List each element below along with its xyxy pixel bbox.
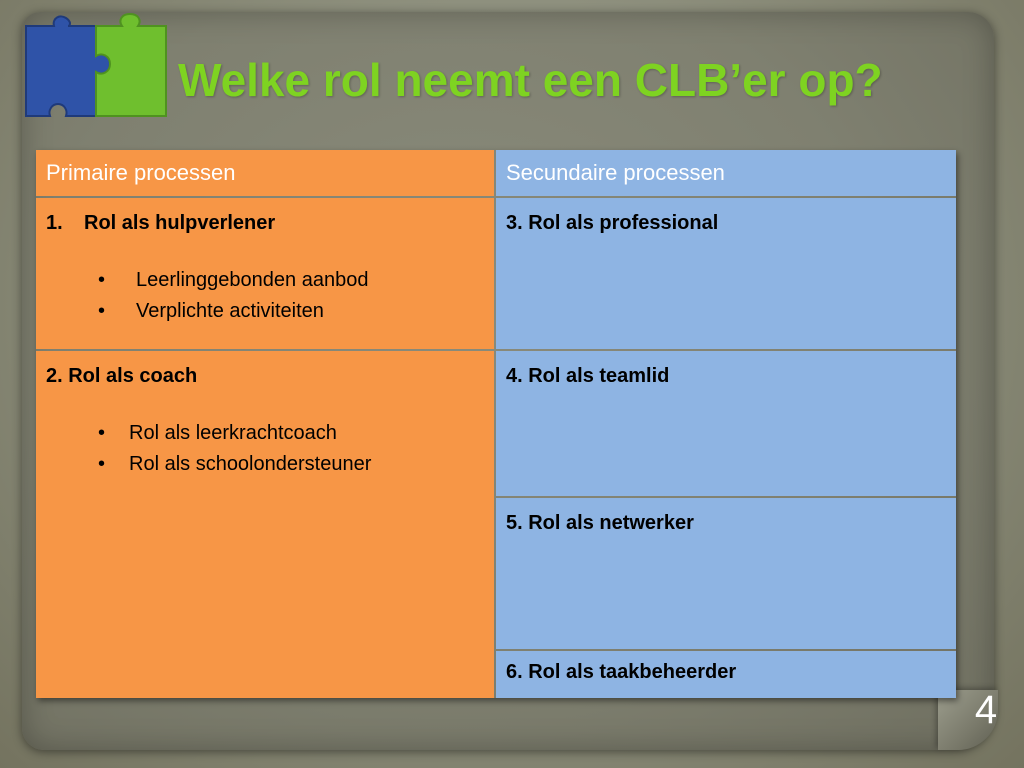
- page-number: 4: [974, 688, 998, 732]
- role-1-title: Rol als hulpverlener: [84, 212, 276, 234]
- list-item: •Leerlinggebonden aanbod: [98, 269, 369, 291]
- role-1-bullets: •Leerlinggebonden aanbod •Verplichte act…: [46, 265, 484, 327]
- slide-title: Welke rol neemt een CLB’er op?: [178, 54, 883, 106]
- roles-table: Primaire processen Secundaire processen …: [36, 150, 956, 698]
- header-primary: Primaire processen: [36, 150, 494, 196]
- cell-role-teamlid: 4. Rol als teamlid: [496, 351, 956, 496]
- list-item: •Rol als leerkrachtcoach: [98, 422, 337, 444]
- puzzle-logo-icon: [25, 12, 167, 117]
- header-secondary: Secundaire processen: [496, 150, 956, 196]
- cell-role-netwerker: 5. Rol als netwerker: [496, 498, 956, 649]
- list-item: •Rol als schoolondersteuner: [98, 453, 372, 475]
- role-1-number: 1.: [46, 212, 63, 234]
- role-2-bullets: •Rol als leerkrachtcoach •Rol als school…: [46, 418, 484, 480]
- cell-role-coach: 2. Rol als coach •Rol als leerkrachtcoac…: [36, 351, 494, 698]
- list-item: •Verplichte activiteiten: [98, 300, 324, 322]
- cell-role-hulpverlener: 1. Rol als hulpverlener •Leerlinggebonden…: [36, 198, 494, 349]
- cell-role-professional: 3. Rol als professional: [496, 198, 956, 349]
- cell-role-taakbeheerder: 6. Rol als taakbeheerder: [496, 651, 956, 698]
- role-2-title: 2. Rol als coach: [46, 365, 198, 387]
